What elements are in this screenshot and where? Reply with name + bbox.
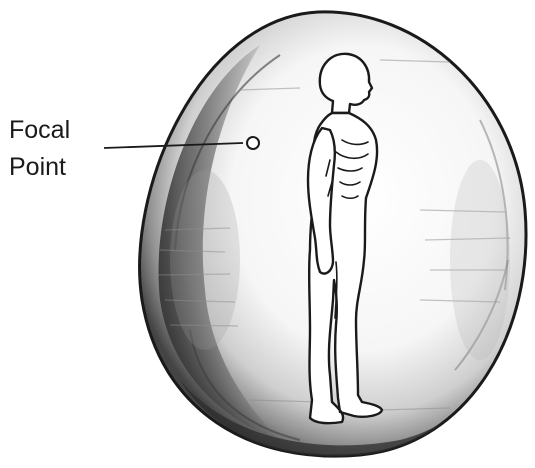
callout-label-line-2: Point — [9, 153, 66, 181]
focal-point-marker — [247, 137, 259, 149]
callout-label-line-1: Focal — [9, 116, 70, 144]
